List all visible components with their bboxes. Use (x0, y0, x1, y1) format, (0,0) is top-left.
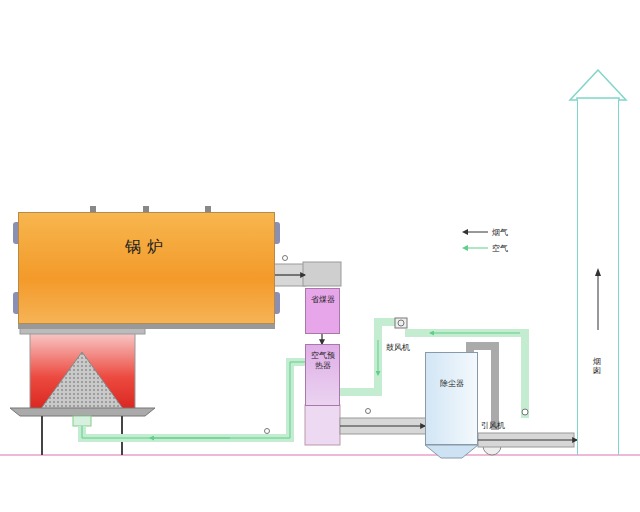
flue-arrow (340, 425, 425, 426)
node-label: 省煤器 (308, 295, 337, 305)
node-label: 烟囱 (593, 358, 601, 376)
flue-arrow (478, 439, 577, 440)
boiler-box: 锅炉 (18, 212, 275, 324)
fan-label: 引风机 (481, 420, 505, 431)
dust-collector-box: 除尘器 (425, 352, 478, 445)
node-label: 除尘器 (426, 379, 477, 389)
air-preheater-box: 空气预热器 (305, 344, 340, 406)
node-label: 锅炉 (19, 237, 274, 257)
legend-text: 空气 (492, 243, 508, 254)
legend-text: 烟气 (492, 227, 508, 238)
economizer-box: 省煤器 (305, 288, 340, 334)
furnace (30, 328, 135, 410)
blower-label: 鼓风机 (386, 342, 410, 353)
chimney: 烟囱 (577, 100, 619, 455)
node-label: 空气预热器 (308, 351, 337, 371)
flue-arrow (275, 274, 305, 275)
flue-arrow (321, 334, 322, 344)
